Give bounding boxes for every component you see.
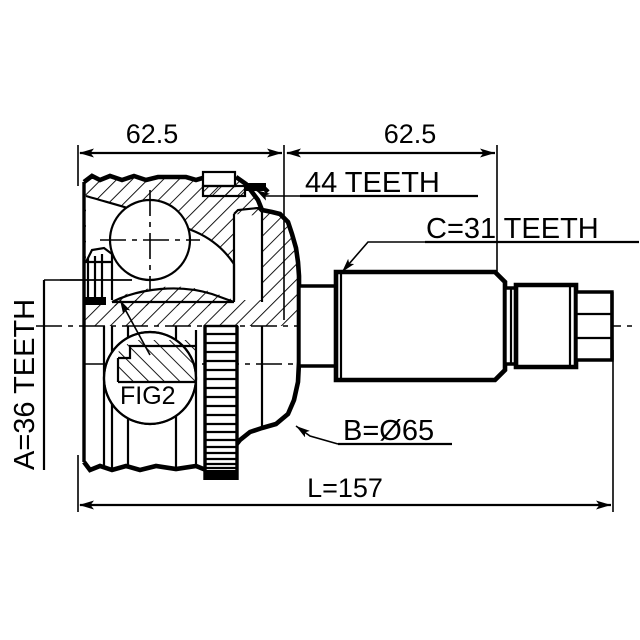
label-44-teeth: 44 TEETH	[305, 167, 440, 199]
label-b-diameter: B=Ø65	[343, 415, 434, 447]
dim-label-overall-length: L=157	[307, 473, 383, 503]
fig2-hatch	[118, 340, 196, 382]
seal-stack-upper	[84, 246, 114, 300]
a36-arrow-tip	[84, 297, 106, 305]
leader-b-diameter	[295, 425, 452, 446]
abs-tone-ring	[203, 324, 239, 480]
stub-shaft	[297, 269, 614, 383]
tone-ring-teeth	[205, 332, 237, 474]
label-a36-teeth: A=36 TEETH	[9, 299, 41, 470]
dim-label-right-62-5: 62.5	[384, 119, 437, 149]
dim-label-left-62-5: 62.5	[126, 119, 179, 149]
cage-window-void	[234, 214, 262, 300]
leader-44-teeth	[255, 189, 478, 201]
fig2-label: FIG2	[120, 382, 176, 410]
leader-c31-teeth	[341, 240, 639, 273]
leader-a36-teeth	[42, 279, 151, 470]
cv-joint-outer-body	[82, 170, 302, 473]
boot-clamp-block	[201, 170, 270, 198]
fig2-detail-bubble: FIG2	[102, 330, 198, 426]
label-c31-teeth: C=31 TEETH	[426, 213, 599, 245]
